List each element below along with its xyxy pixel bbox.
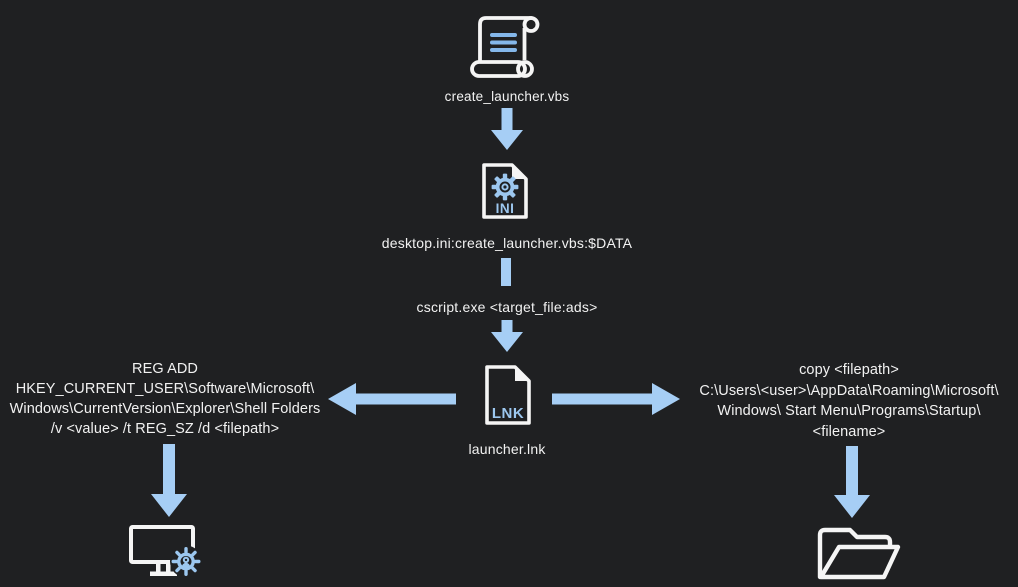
registry-command-line: /v <value> /t REG_SZ /d <filepath> — [50, 421, 280, 437]
monitor-base — [150, 571, 177, 576]
registry-command-line: HKEY_CURRENT_USER\Software\Microsoft\ — [15, 381, 315, 397]
monitor-gear-icon — [129, 525, 202, 578]
ini-gear — [491, 173, 519, 201]
ini-node-label: desktop.ini:create_launcher.vbs:$DATA — [381, 235, 633, 251]
registry-command-block: REG ADD HKEY_CURRENT_USER\Software\Micro… — [2, 359, 328, 439]
ini-badge: INI — [496, 201, 515, 216]
arrow-down-registry-to-system — [151, 444, 187, 517]
ini-file-icon: INI — [482, 163, 528, 219]
arrow-segment-ini-to-exec — [501, 258, 511, 286]
arrow-left-lnk-to-registry — [328, 383, 456, 415]
arrow-down-exec-to-lnk — [491, 320, 523, 352]
arrow-down-script-to-ini — [491, 108, 523, 150]
lnk-file-icon: LNK — [485, 365, 531, 425]
folder-front — [818, 544, 901, 580]
registry-command-line: Windows\CurrentVersion\Explorer\Shell Fo… — [9, 401, 321, 417]
script-scroll-icon — [470, 16, 540, 78]
ini-doc-fold — [512, 165, 526, 179]
monitor-leg — [166, 562, 171, 572]
lnk-node-label: launcher.lnk — [468, 441, 546, 457]
exec-edge-label: cscript.exe <target_file:ads> — [416, 299, 598, 315]
ini-doc-outline — [482, 163, 528, 219]
arrow-right-lnk-to-copy — [552, 383, 680, 415]
copy-command-block: copy <filepath> C:\Users\<user>\AppData\… — [682, 360, 1016, 442]
arrow-down-copy-to-folder — [834, 446, 870, 518]
lnk-doc-fold — [515, 367, 529, 381]
folder-back — [817, 527, 893, 580]
scroll-text-lines — [490, 33, 517, 52]
script-node-label: create_launcher.vbs — [444, 89, 570, 104]
monitor-screen — [129, 525, 195, 564]
monitor-gear — [170, 545, 202, 578]
lnk-doc-outline — [485, 365, 531, 425]
open-folder-icon — [817, 527, 901, 580]
copy-command-line: <filename> — [812, 423, 886, 440]
copy-command-line: Windows\ Start Menu\Programs\Startup\ — [717, 403, 981, 419]
copy-command-line: copy <filepath> — [799, 362, 899, 378]
copy-command-line: C:\Users\<user>\AppData\Roaming\Microsof… — [699, 382, 999, 399]
monitor-leg — [156, 562, 161, 572]
lnk-badge: LNK — [492, 405, 524, 422]
registry-command-line: REG ADD — [132, 361, 198, 377]
